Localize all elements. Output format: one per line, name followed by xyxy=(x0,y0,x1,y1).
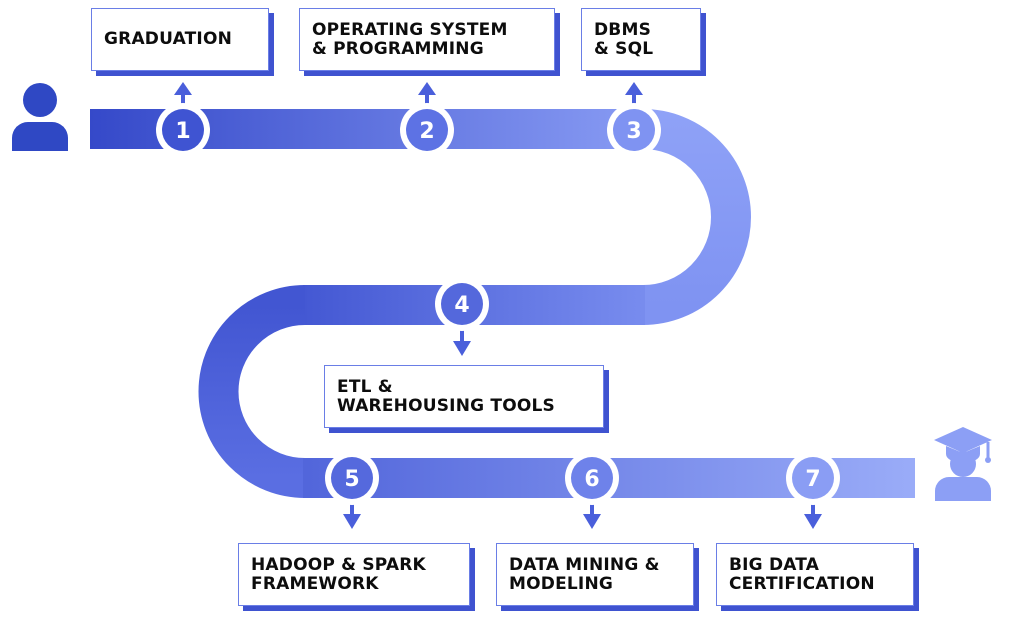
arrow-up-2 xyxy=(418,82,436,106)
arrow-down-6 xyxy=(583,501,601,529)
step-number-3: 3 xyxy=(626,119,641,144)
step-label-box-3: DBMS & SQL xyxy=(581,8,701,71)
step-label-box-1: GRADUATION xyxy=(91,8,269,71)
road-right-bend xyxy=(642,109,751,325)
step-number-2: 2 xyxy=(419,119,434,144)
step-label-box-6: DATA MINING & MODELING xyxy=(496,543,694,606)
step-number-1: 1 xyxy=(175,119,190,144)
step-number-7: 7 xyxy=(805,467,820,492)
step-label-box-2: OPERATING SYSTEM & PROGRAMMING xyxy=(299,8,555,71)
step-number-6: 6 xyxy=(584,467,599,492)
step-label-7: BIG DATA CERTIFICATION xyxy=(729,554,875,594)
road-left-bend xyxy=(198,285,306,498)
step-label-1: GRADUATION xyxy=(104,29,233,49)
step-badge-5: 5 xyxy=(325,451,379,505)
arrow-down-4 xyxy=(453,328,471,356)
step-number-5: 5 xyxy=(344,467,359,492)
step-label-6: DATA MINING & MODELING xyxy=(509,554,660,594)
graduate-icon xyxy=(934,427,992,501)
person-icon xyxy=(12,83,68,151)
step-number-4: 4 xyxy=(454,293,469,318)
step-label-4: ETL & WAREHOUSING TOOLS xyxy=(337,376,555,416)
arrow-up-1 xyxy=(174,82,192,106)
step-badge-6: 6 xyxy=(565,451,619,505)
step-label-3: DBMS & SQL xyxy=(594,19,654,59)
step-badge-4: 4 xyxy=(435,277,489,331)
step-label-box-4: ETL & WAREHOUSING TOOLS xyxy=(324,365,604,428)
arrow-down-7 xyxy=(804,501,822,529)
step-badge-7: 7 xyxy=(786,451,840,505)
step-label-5: HADOOP & SPARK FRAMEWORK xyxy=(251,554,426,594)
step-badge-3: 3 xyxy=(607,103,661,157)
step-badge-1: 1 xyxy=(156,103,210,157)
step-label-box-7: BIG DATA CERTIFICATION xyxy=(716,543,914,606)
step-label-2: OPERATING SYSTEM & PROGRAMMING xyxy=(312,19,508,59)
arrow-down-5 xyxy=(343,501,361,529)
step-label-box-5: HADOOP & SPARK FRAMEWORK xyxy=(238,543,470,606)
arrow-up-3 xyxy=(625,82,643,106)
step-badge-2: 2 xyxy=(400,103,454,157)
